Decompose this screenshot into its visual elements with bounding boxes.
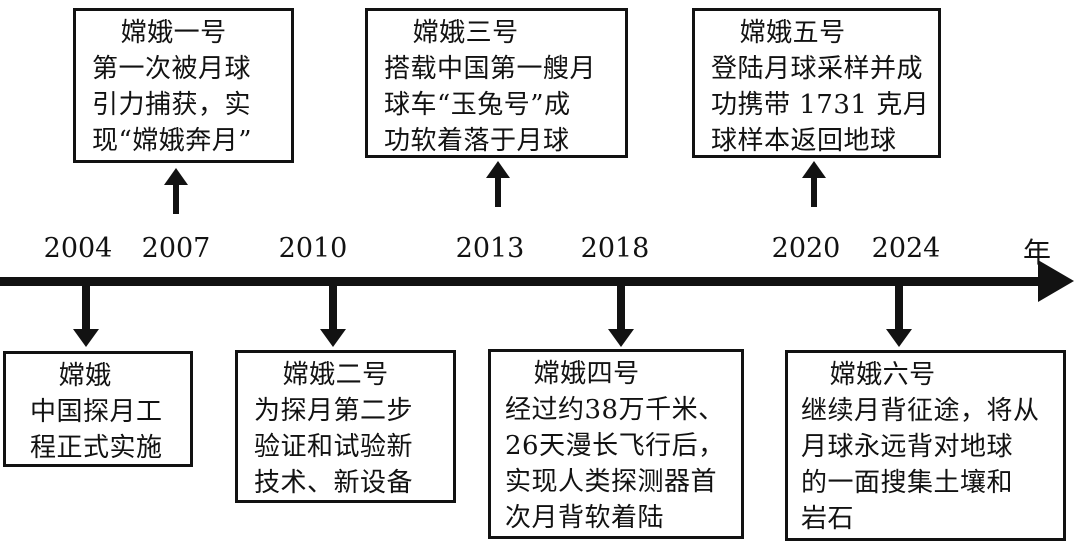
- event-line: 第一次被月球: [92, 54, 252, 84]
- event-line: 引力捕获，实: [92, 90, 252, 120]
- year-label-2004: 2004: [43, 233, 113, 264]
- event-line: 经过约38万千米、: [505, 395, 725, 425]
- event-box-change4: 嫦娥四号 经过约38万千米、 26天漫长飞行后， 实现人类探测器首 次月背软着陆: [488, 349, 744, 539]
- event-title: 嫦娥四号: [533, 359, 640, 389]
- event-line: 功携带 1731 克月: [711, 90, 930, 120]
- event-title: 嫦娥六号: [829, 360, 936, 390]
- arrow-shaft: [82, 286, 90, 329]
- event-line: 继续月背征途，将从: [801, 396, 1040, 426]
- connector-arrow-down-2024-icon: [886, 286, 912, 347]
- event-box-change6: 嫦娥六号 继续月背征途，将从 月球永远背对地球 的一面搜集土壤和 岩石: [785, 350, 1066, 541]
- event-line: 中国探月工: [30, 397, 163, 427]
- connector-arrow-up-2020-icon: [802, 161, 826, 207]
- arrow-shaft: [173, 185, 179, 214]
- arrow-shaft: [329, 286, 337, 329]
- connector-arrow-down-2004-icon: [73, 286, 99, 347]
- arrow-shaft: [895, 286, 903, 329]
- year-label-2010: 2010: [278, 233, 348, 264]
- event-line: 验证和试验新: [254, 432, 414, 462]
- event-line: 的一面搜集土壤和: [801, 468, 1014, 498]
- timeline-arrowhead-right-icon: [1038, 260, 1074, 302]
- event-line: 程正式实施: [30, 433, 163, 463]
- event-line: 功软着落于月球: [384, 126, 570, 156]
- year-label-2007: 2007: [141, 233, 211, 264]
- event-title: 嫦娥五号: [739, 18, 846, 48]
- event-title: 嫦娥二号: [282, 360, 389, 390]
- arrow-shaft: [811, 178, 817, 207]
- connector-arrow-down-2010-icon: [320, 286, 346, 347]
- event-line: 次月背软着陆: [505, 503, 665, 533]
- connector-arrow-down-2018-icon: [608, 286, 634, 347]
- event-line: 球车“玉兔号”成: [384, 90, 571, 120]
- arrow-shaft: [495, 178, 501, 207]
- event-title: 嫦娥一号: [120, 18, 227, 48]
- year-label-2020: 2020: [771, 233, 841, 264]
- arrowhead-up-icon: [486, 161, 510, 178]
- arrowhead-down-icon: [73, 329, 99, 347]
- event-line: 现“嫦娥奔月”: [92, 126, 253, 156]
- arrowhead-down-icon: [886, 329, 912, 347]
- event-line: 岩石: [801, 504, 855, 534]
- event-line: 球样本返回地球: [711, 126, 897, 156]
- connector-arrow-up-2007-icon: [164, 168, 188, 214]
- event-box-change-program: 嫦娥 中国探月工 程正式实施: [3, 351, 193, 467]
- year-label-2024: 2024: [871, 233, 941, 264]
- event-box-change3: 嫦娥三号 搭载中国第一艘月 球车“玉兔号”成 功软着落于月球: [365, 8, 628, 158]
- event-line: 为探月第二步: [254, 396, 414, 426]
- event-line: 实现人类探测器首: [505, 467, 718, 497]
- arrowhead-up-icon: [164, 168, 188, 185]
- event-box-change1: 嫦娥一号 第一次被月球 引力捕获，实 现“嫦娥奔月”: [73, 8, 294, 163]
- event-line: 搭载中国第一艘月: [384, 54, 597, 84]
- event-line: 技术、新设备: [254, 468, 414, 498]
- event-box-change5: 嫦娥五号 登陆月球采样并成 功携带 1731 克月 球样本返回地球: [692, 8, 941, 158]
- event-line: 月球永远背对地球: [801, 432, 1014, 462]
- event-title: 嫦娥三号: [412, 18, 519, 48]
- event-line: 登陆月球采样并成: [711, 54, 924, 84]
- year-label-2013: 2013: [455, 233, 525, 264]
- arrowhead-down-icon: [608, 329, 634, 347]
- event-line: 26天漫长飞行后，: [505, 431, 725, 461]
- arrowhead-down-icon: [320, 329, 346, 347]
- connector-arrow-up-2013-icon: [486, 161, 510, 207]
- arrow-shaft: [617, 286, 625, 329]
- event-box-change2: 嫦娥二号 为探月第二步 验证和试验新 技术、新设备: [235, 350, 456, 503]
- timeline-axis: [0, 277, 1040, 286]
- event-title: 嫦娥: [58, 361, 112, 391]
- year-label-2018: 2018: [580, 233, 650, 264]
- arrowhead-up-icon: [802, 161, 826, 178]
